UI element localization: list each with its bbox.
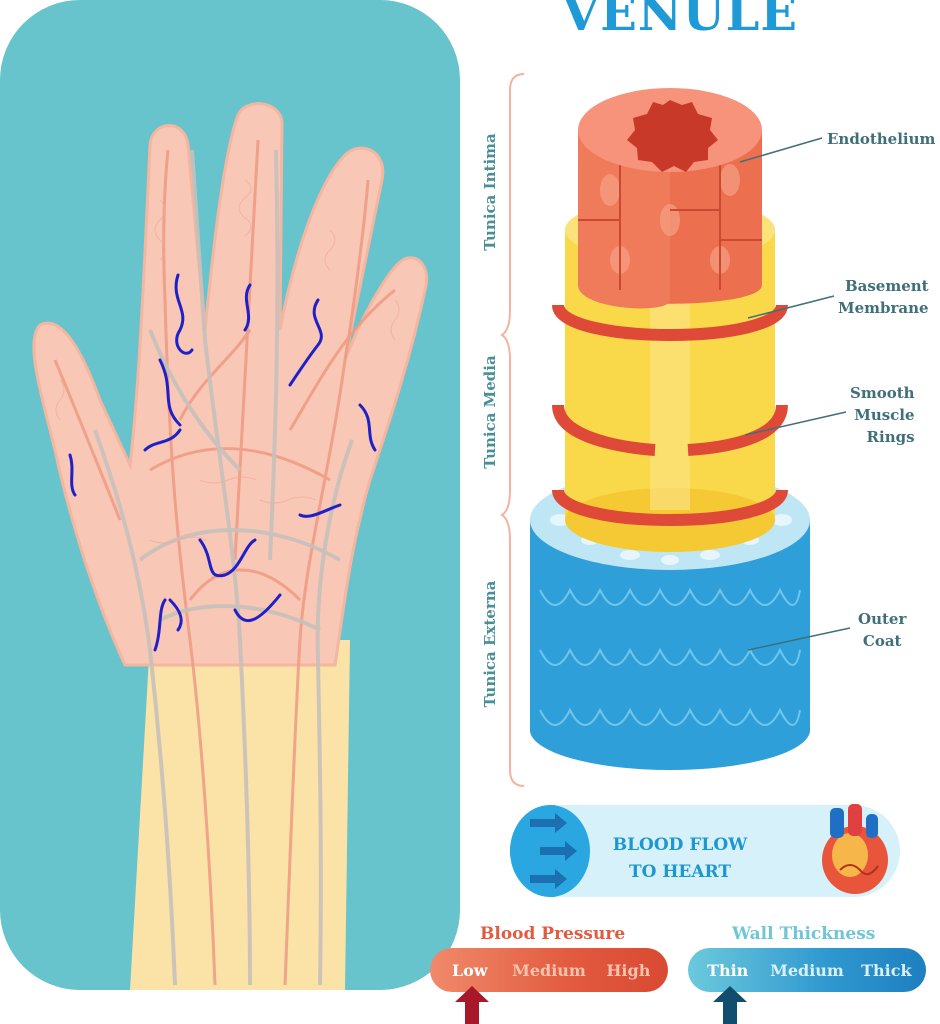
pressure-high: High — [606, 960, 651, 980]
smooth-muscle-rings — [552, 303, 788, 526]
pressure-medium: Medium — [512, 960, 586, 980]
wall-thickness-title: Wall Thickness — [732, 924, 876, 944]
endothelium-layer — [578, 88, 762, 309]
thickness-medium: Medium — [770, 960, 844, 980]
hand-illustration — [0, 0, 460, 990]
thickness-thick: Thick — [861, 960, 912, 980]
blood-pressure-scale: Low Medium High — [430, 948, 668, 992]
diagram-title: VENULE — [562, 0, 798, 42]
thickness-thin: Thin — [707, 960, 749, 980]
wall-thickness-scale: Thin Medium Thick — [688, 948, 926, 992]
heart-icon — [822, 804, 888, 894]
blood-pressure-title: Blood Pressure — [480, 924, 626, 944]
endothelium-label: Endothelium — [827, 130, 936, 148]
tunica-brackets — [500, 73, 525, 787]
blood-flow-label: BLOOD FLOW TO HEART — [612, 835, 748, 882]
venule-layers-illustration — [530, 88, 810, 770]
flow-arrows — [530, 813, 577, 889]
thickness-marker-arrow-icon — [713, 986, 747, 1024]
pressure-low: Low — [451, 960, 488, 980]
pressure-marker-arrow-icon — [455, 986, 489, 1024]
blood-flow-banner — [510, 804, 900, 897]
